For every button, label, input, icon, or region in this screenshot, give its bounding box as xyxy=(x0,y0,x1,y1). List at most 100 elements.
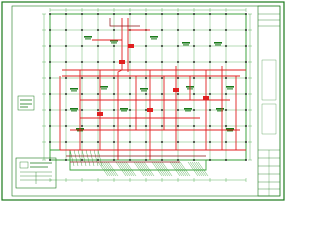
column xyxy=(145,77,147,79)
column xyxy=(49,77,51,79)
room-label xyxy=(226,128,234,130)
room-label xyxy=(110,40,118,42)
ramp-hatch xyxy=(133,161,145,177)
column xyxy=(145,13,147,15)
column xyxy=(113,159,115,161)
room-label xyxy=(140,88,148,90)
column xyxy=(193,159,195,161)
column xyxy=(65,45,67,47)
room-label-sub xyxy=(71,110,77,112)
ramp-hatch xyxy=(187,161,199,177)
room-label-sub xyxy=(85,38,91,40)
ramp-hatch xyxy=(189,161,201,177)
column xyxy=(177,159,179,161)
column xyxy=(145,159,147,161)
column xyxy=(177,125,179,127)
room-label xyxy=(184,108,192,110)
room-label xyxy=(214,42,222,44)
column xyxy=(245,159,247,161)
ramp-hatch xyxy=(115,161,127,177)
column xyxy=(129,125,131,127)
ramp-hatch xyxy=(197,161,209,177)
column xyxy=(129,93,131,95)
room-label-sub xyxy=(101,88,107,90)
room-label-sub xyxy=(227,130,233,132)
column xyxy=(177,13,179,15)
column xyxy=(245,13,247,15)
column xyxy=(193,61,195,63)
column xyxy=(209,125,211,127)
room-label-sub xyxy=(215,44,221,46)
floor-plan-drawing xyxy=(1,1,285,201)
ramp-hatch xyxy=(137,161,149,177)
column xyxy=(65,77,67,79)
ramp-hatch xyxy=(69,149,75,167)
ramp-hatch xyxy=(153,161,165,177)
column xyxy=(145,45,147,47)
ramp-hatch xyxy=(157,161,169,177)
ramp-hatch xyxy=(171,161,183,177)
room-label xyxy=(84,36,92,38)
column xyxy=(193,109,195,111)
room-label-sub xyxy=(71,90,77,92)
column xyxy=(245,45,247,47)
column xyxy=(245,125,247,127)
column xyxy=(245,109,247,111)
column xyxy=(97,13,99,15)
ramp-hatch xyxy=(121,161,133,177)
legend-table xyxy=(15,157,57,189)
column xyxy=(49,45,51,47)
column xyxy=(209,159,211,161)
column xyxy=(113,93,115,95)
room-label-sub xyxy=(227,88,233,90)
column xyxy=(193,77,195,79)
legend-note-small xyxy=(17,95,35,111)
column xyxy=(193,141,195,143)
column xyxy=(225,159,227,161)
column xyxy=(113,29,115,31)
column xyxy=(209,141,211,143)
ramp-hatch xyxy=(135,161,147,177)
room-label-sub xyxy=(151,38,157,40)
column xyxy=(97,93,99,95)
column xyxy=(161,125,163,127)
room-label-sub xyxy=(111,42,117,44)
column xyxy=(81,61,83,63)
column xyxy=(209,29,211,31)
column xyxy=(225,13,227,15)
column xyxy=(65,13,67,15)
column xyxy=(81,125,83,127)
ramp-hatch xyxy=(195,161,207,177)
column xyxy=(49,13,51,15)
ramp-hatch xyxy=(161,161,173,177)
column xyxy=(245,93,247,95)
column xyxy=(225,93,227,95)
ramp-hatch xyxy=(173,161,185,177)
column xyxy=(225,29,227,31)
column xyxy=(49,109,51,111)
ramp-hatch xyxy=(117,161,129,177)
column xyxy=(225,141,227,143)
column xyxy=(177,29,179,31)
column xyxy=(193,13,195,15)
column xyxy=(193,93,195,95)
column xyxy=(225,61,227,63)
column xyxy=(245,29,247,31)
room-label-sub xyxy=(185,110,191,112)
ramp-hatch xyxy=(123,161,135,177)
column xyxy=(49,125,51,127)
ramp-hatch xyxy=(101,161,113,177)
column xyxy=(113,13,115,15)
ramp-hatch xyxy=(105,161,117,177)
column xyxy=(65,29,67,31)
ramp-hatch xyxy=(125,161,137,177)
distribution-boxes xyxy=(97,44,209,116)
ramp-hatch xyxy=(155,161,167,177)
sheet-border-outer xyxy=(1,1,285,201)
column xyxy=(161,77,163,79)
column xyxy=(97,141,99,143)
column xyxy=(81,45,83,47)
column xyxy=(49,159,51,161)
room-annotations xyxy=(70,36,234,132)
column xyxy=(129,141,131,143)
